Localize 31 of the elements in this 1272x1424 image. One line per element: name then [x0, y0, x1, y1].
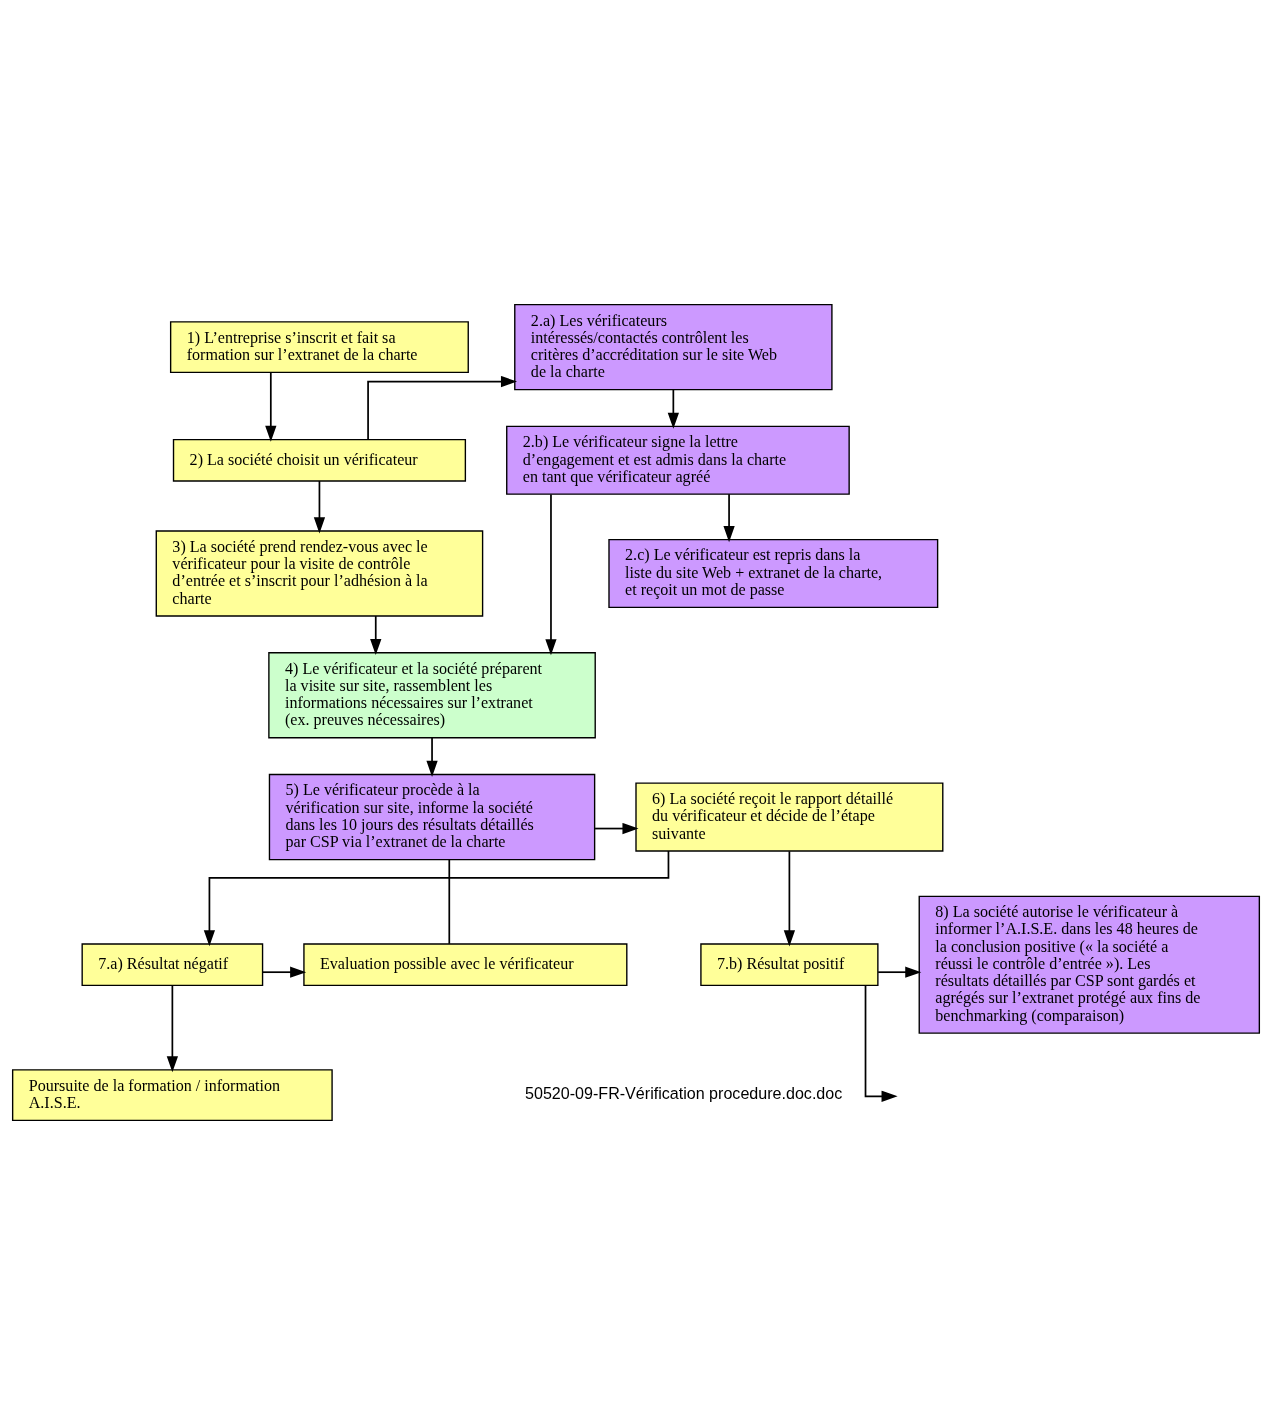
node-box: 4) Le vérificateur et la société préparent la visite sur site, rassemblent les informations nécessaires sur l’extranet (ex. preuves nécessaires) [268, 651, 596, 738]
arrow [545, 493, 557, 655]
arrow [313, 479, 326, 533]
node-box: 8) La société autorise le vérificateur à informer l’A.I.S.E. dans les 48 heures de la conclusion positive (« la société a réussi le contrôle d’entrée »). Les résultats détaillés par CSP sont gardés et agrégés sur l’extranet protégé aux fins de benchmarking (comparaison) [918, 895, 1261, 1034]
arrow [783, 849, 796, 946]
arrow [261, 966, 307, 978]
node-box: 2) La société choisit un vérificateur [172, 438, 467, 482]
arrow [370, 614, 382, 655]
arrow [864, 984, 898, 1102]
arrow [265, 371, 277, 442]
arrow [723, 492, 735, 542]
node-box: 1) L’entreprise s’inscrit et fait sa formation sur l’extranet de la charte [169, 320, 469, 373]
arrow [166, 984, 178, 1072]
arrow [594, 822, 639, 834]
connector [448, 858, 451, 945]
node-box: Evaluation possible avec le vérificateur [303, 942, 628, 986]
node-box: 7.b) Résultat positif [700, 942, 879, 986]
node-box: 6) La société reçoit le rapport détaillé du vérificateur et décide de l’étape suivante [635, 781, 944, 852]
arrow [367, 375, 518, 440]
arrow [426, 736, 438, 777]
arrow [667, 388, 679, 429]
arrow [877, 966, 922, 978]
node-box: 3) La société prend rendez-vous avec le vérificateur pour la visite de contrôle d’entrée et s’inscrit pour l’adhésion à la charte [155, 529, 484, 617]
arrow [203, 849, 670, 946]
node-box: 5) Le vérificateur procède à la vérification sur site, informe la société dans les 10 jours des résultats détaillés par CSP via l’extranet de la charte [268, 773, 596, 860]
node-box: 2.c) Le vérificateur est repris dans la liste du site Web + extranet de la charte, et reçoit un mot de passe [608, 538, 939, 608]
label: 50520-09-FR-Vérification procedure.doc.doc [525, 1083, 843, 1102]
node-box: 7.a) Résultat négatif [81, 942, 264, 986]
node-box: 2.a) Les vérificateurs intéressés/contactés contrôlent les critères d’accréditation sur le site Web de la charte [514, 303, 833, 390]
node-box: 2.b) Le vérificateur signe la lettre d’engagement et est admis dans la charte en tant que vérificateur agréé [506, 425, 850, 495]
node-box: Poursuite de la formation / information A.I.S.E. [11, 1068, 333, 1121]
